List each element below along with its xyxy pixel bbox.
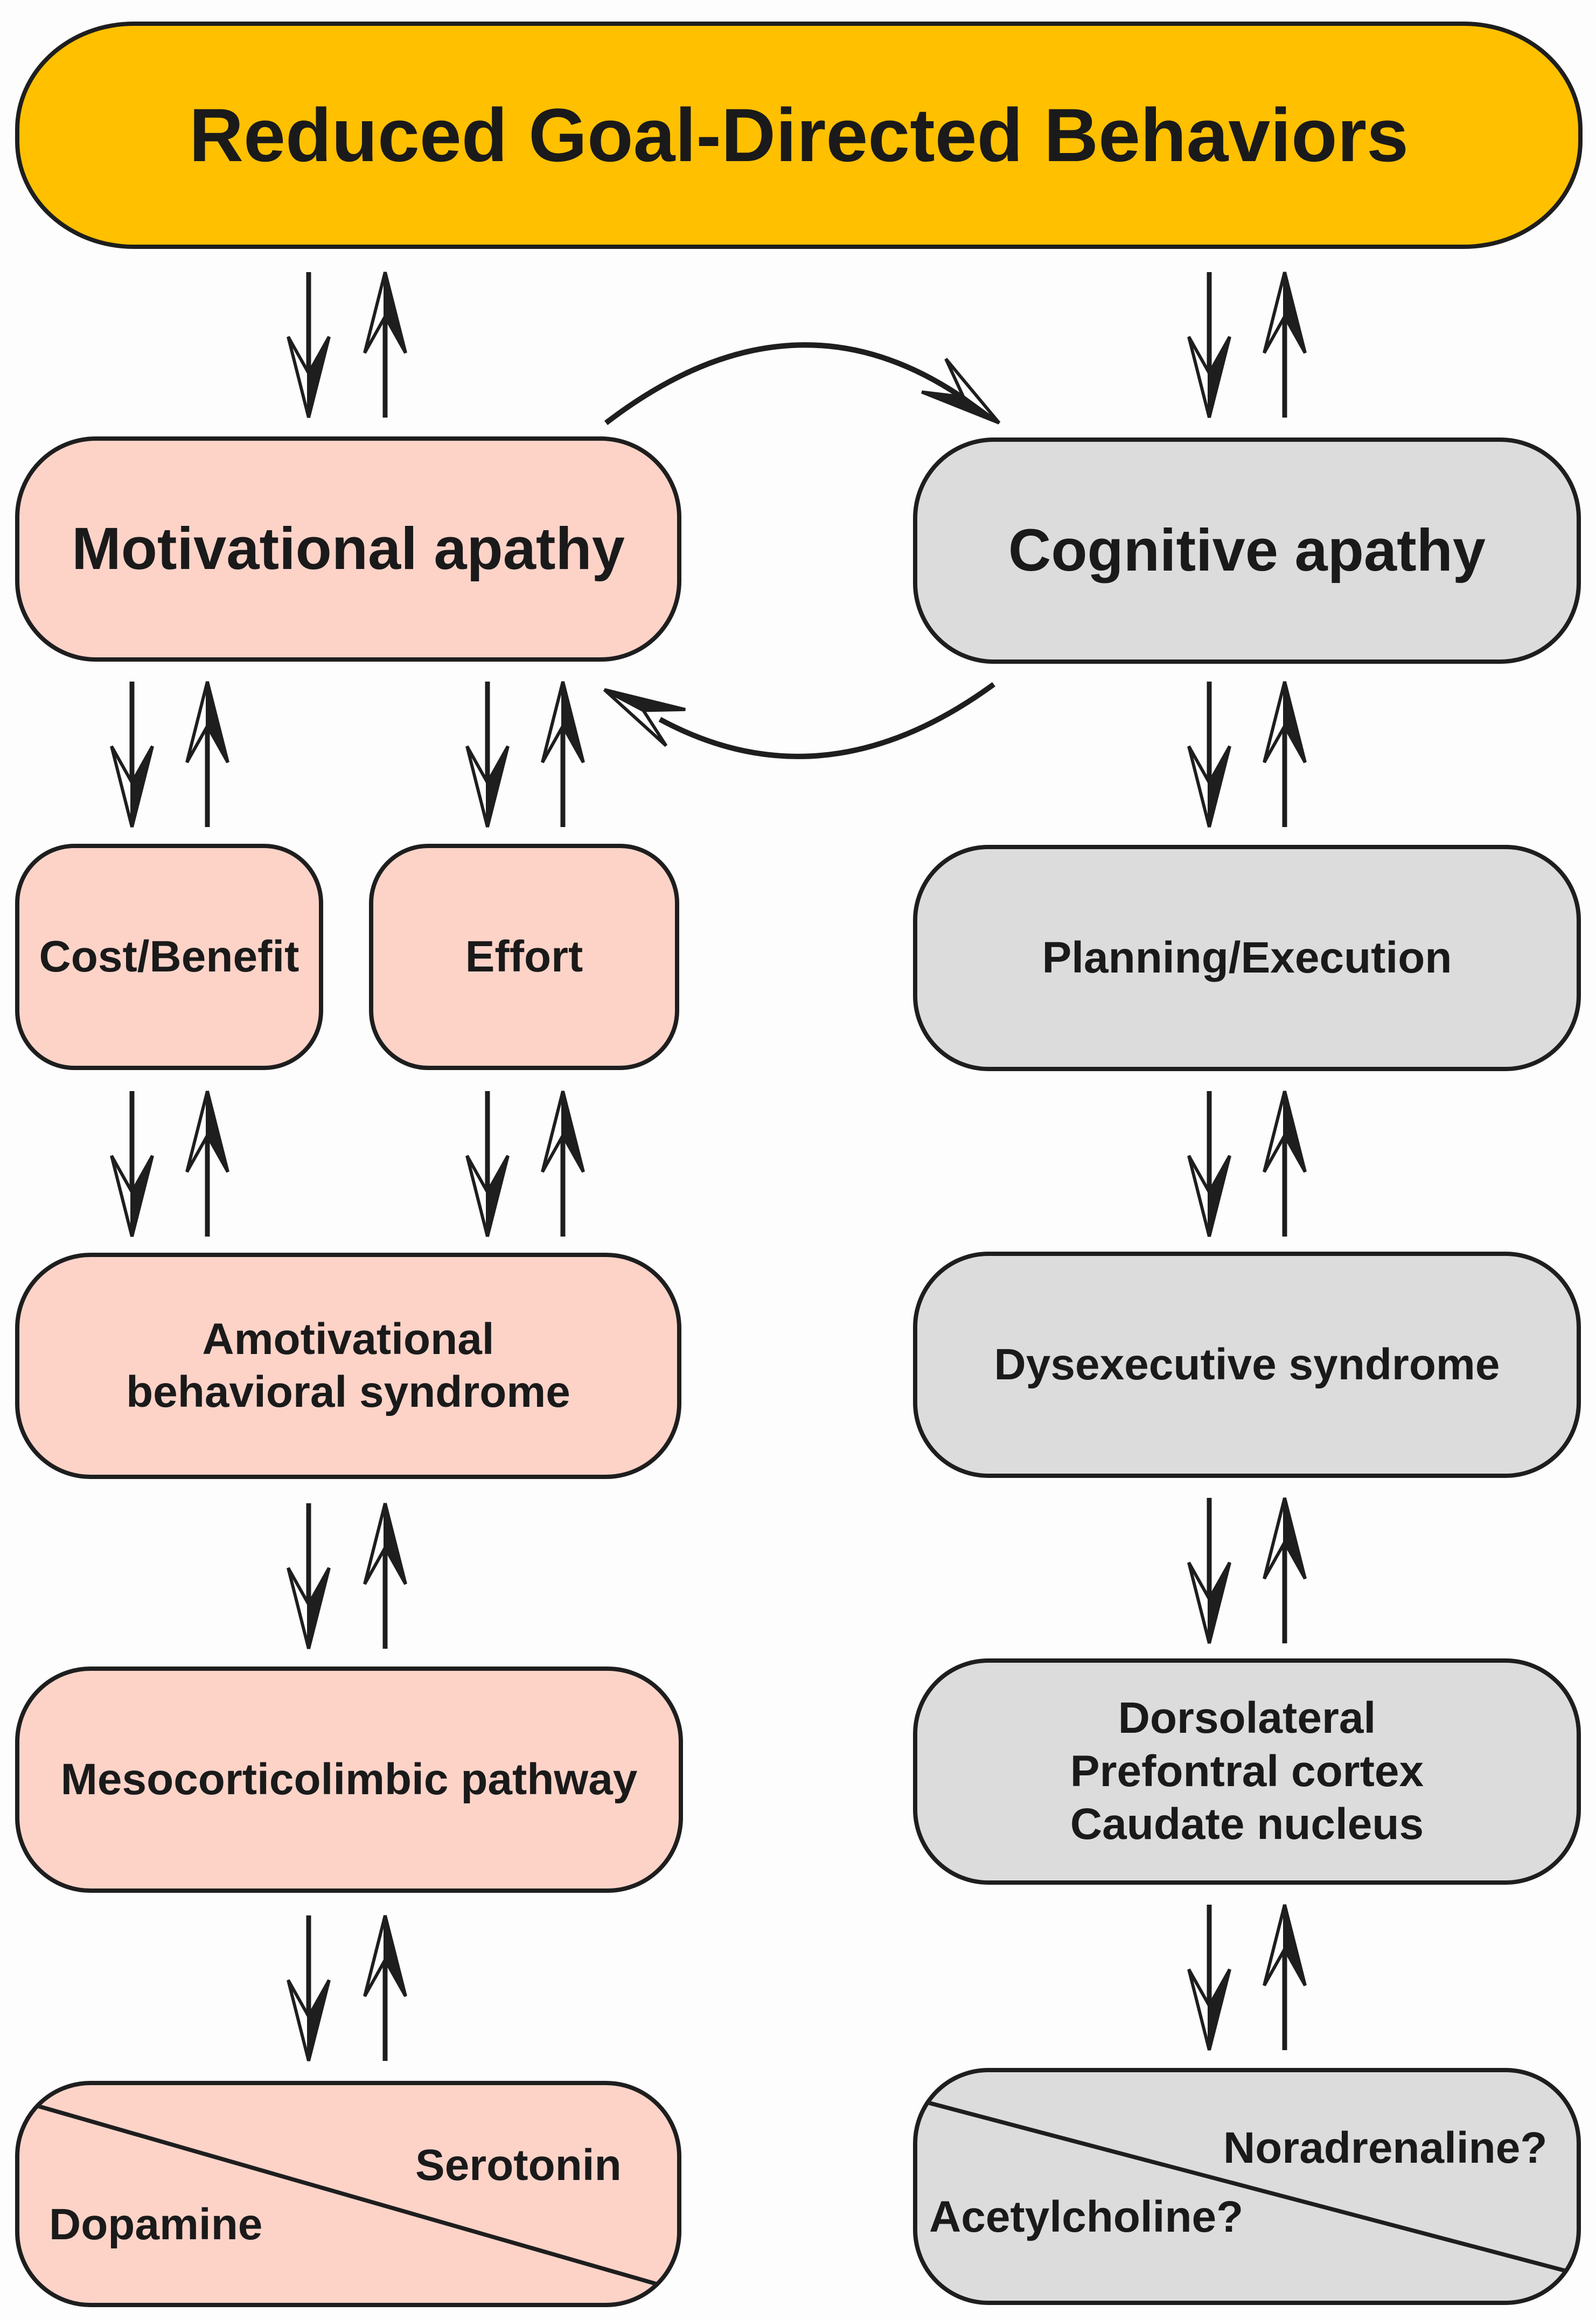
motivational-to-effort-arrows-down-arrowhead: [465, 745, 510, 828]
pathway-to-neurotransmitters-arrows-up-arrowhead: [363, 1915, 407, 1997]
motivational-to-cognitive-arrowhead: [921, 358, 1001, 425]
syndrome-to-pathway-arrows-down-arrowhead: [287, 1567, 331, 1649]
cognitive-to-planning-arrows-down-arrowhead: [1187, 745, 1231, 828]
goal-directed-behaviors-label: Reduced Goal-Directed Behaviors: [189, 93, 1409, 177]
dysexecutive-syndrome-label: Dysexecutive syndrome: [994, 1339, 1500, 1389]
acetylcholine-label: Acetylcholine?: [929, 2192, 1244, 2241]
cognitive-divider-line: [926, 2100, 1570, 2274]
planning-to-dysexecutive-arrows-down-arrowhead: [1187, 1155, 1231, 1237]
serotonin-label: Serotonin: [415, 2141, 622, 2190]
regions-to-neurotransmitters-arrows-up-arrowhead: [1263, 1904, 1307, 1987]
planning-execution-label: Planning/Execution: [1042, 933, 1452, 982]
goal-directed-behaviors-box: Reduced Goal-Directed Behaviors: [15, 22, 1583, 249]
motivational-apathy-box: Motivational apathy: [15, 436, 681, 662]
effort-box: Effort: [369, 844, 679, 1070]
effort-to-syndrome-arrows-down-arrowhead: [465, 1155, 510, 1237]
cost-benefit-box: Cost/Benefit: [15, 844, 323, 1070]
motivational-to-cost-benefit-arrows-up-arrowhead: [185, 681, 229, 763]
dysexecutive-to-regions-arrows-up-arrowhead: [1263, 1497, 1307, 1580]
dysexecutive-to-regions-arrows-down-arrowhead: [1187, 1561, 1231, 1644]
mesocorticolimbic-pathway-box: Mesocorticolimbic pathway: [15, 1667, 683, 1893]
brain-regions-text: Dorsolateral Prefontral cortex Caudate n…: [1070, 1692, 1424, 1851]
cognitive-to-motivational-arrowhead: [603, 688, 686, 747]
top-to-motivational-arrows-down-arrowhead: [287, 336, 331, 418]
noradrenaline-label: Noradrenaline?: [1223, 2123, 1548, 2172]
motivational-neurotransmitter-box: Serotonin Dopamine: [15, 2081, 681, 2307]
mesocorticolimbic-pathway-label: Mesocorticolimbic pathway: [60, 1754, 638, 1804]
amotivational-syndrome-box: Amotivational behavioral syndrome: [15, 1253, 681, 1479]
cognitive-apathy-label: Cognitive apathy: [1008, 517, 1486, 584]
top-to-cognitive-arrows-up-arrowhead: [1263, 272, 1307, 354]
motivational-divider-line: [19, 2099, 677, 2292]
pathway-to-neurotransmitters-arrows-down-arrowhead: [287, 1979, 331, 2061]
regions-to-neurotransmitters-arrows-down-arrowhead: [1187, 1968, 1231, 2051]
planning-to-dysexecutive-arrows-up-arrowhead: [1263, 1091, 1307, 1173]
dorsolateral-label: Dorsolateral: [1118, 1693, 1376, 1743]
effort-to-syndrome-arrows-up-arrowhead: [541, 1091, 585, 1173]
motivational-to-cognitive-curve: [604, 342, 966, 425]
cognitive-neurotransmitter-box: Noradrenaline? Acetylcholine?: [913, 2068, 1581, 2305]
amotivational-syndrome-text: Amotivational behavioral syndrome: [126, 1313, 570, 1419]
syndrome-to-pathway-arrows-up-arrowhead: [363, 1503, 407, 1585]
prefontral-cortex-label: Prefontral cortex: [1070, 1746, 1424, 1796]
dopamine-label: Dopamine: [49, 2200, 263, 2249]
motivational-apathy-label: Motivational apathy: [72, 516, 625, 582]
cognitive-to-planning-arrows-up-arrowhead: [1263, 681, 1307, 763]
motivational-to-cost-benefit-arrows-down-arrowhead: [110, 745, 154, 828]
amotivational-line-2: behavioral syndrome: [126, 1367, 570, 1417]
caudate-nucleus-label: Caudate nucleus: [1070, 1800, 1424, 1849]
amotivational-line-1: Amotivational: [202, 1314, 494, 1364]
effort-label: Effort: [465, 932, 583, 981]
brain-regions-box: Dorsolateral Prefontral cortex Caudate n…: [913, 1658, 1581, 1885]
top-to-motivational-arrows-up-arrowhead: [363, 272, 407, 354]
planning-execution-box: Planning/Execution: [913, 845, 1581, 1071]
cognitive-to-motivational-curve: [658, 682, 995, 759]
cost-benefit-to-syndrome-arrows-up-arrowhead: [185, 1091, 229, 1173]
cognitive-apathy-box: Cognitive apathy: [913, 438, 1581, 664]
top-to-cognitive-arrows-down-arrowhead: [1187, 336, 1231, 418]
cost-benefit-label: Cost/Benefit: [39, 932, 299, 981]
dysexecutive-syndrome-box: Dysexecutive syndrome: [913, 1252, 1581, 1478]
cost-benefit-to-syndrome-arrows-down-arrowhead: [110, 1155, 154, 1237]
motivational-to-effort-arrows-up-arrowhead: [541, 681, 585, 763]
